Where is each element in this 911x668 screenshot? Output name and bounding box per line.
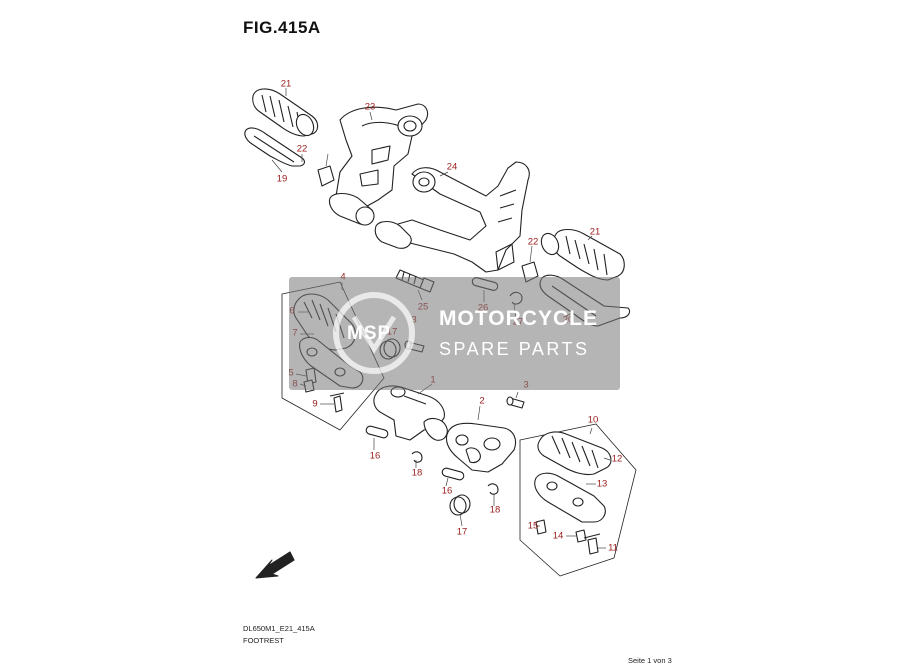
- bolt-11-right: [583, 533, 601, 555]
- callout-14: 14: [552, 530, 564, 542]
- watermark-logo-text: MSP: [347, 323, 392, 344]
- footrest-bracket-23: [328, 103, 429, 226]
- callout-16-left: 16: [369, 450, 381, 462]
- callout-11: 11: [608, 542, 618, 554]
- watermark-banner: MSP MOTORCYCLE SPARE PARTS: [289, 277, 620, 390]
- clip-18-left: [411, 451, 423, 463]
- model-code: DL650M1_E21_415A: [243, 624, 315, 633]
- section-name: FOOTREST: [243, 636, 284, 645]
- footrest-bracket-24: [374, 161, 530, 273]
- bolt-9-left: [329, 392, 345, 413]
- callout-13: 13: [596, 478, 608, 490]
- watermark-logo-icon: [333, 292, 415, 374]
- bolt-3-right: [506, 396, 525, 409]
- callout-18-right: 18: [489, 504, 501, 516]
- callout-17-lower: 17: [456, 526, 468, 538]
- page-indicator: Seite 1 von 3: [628, 656, 672, 665]
- callout-18-left: 18: [411, 467, 423, 479]
- clip-18-right: [487, 483, 499, 495]
- bushing-left: [317, 165, 335, 187]
- bolt-15-right: [535, 519, 547, 535]
- callout-21-upper-right: 21: [589, 226, 601, 238]
- callout-22-left: 22: [296, 143, 308, 155]
- rear-footrest-bracket-left: [244, 127, 305, 167]
- spring-17-lower: [449, 494, 471, 516]
- callout-19: 19: [276, 173, 288, 185]
- figure-title: FIG.415A: [243, 18, 321, 37]
- rear-footrest-grip-right: [540, 228, 625, 281]
- pin-16-left: [365, 425, 389, 439]
- nut-14-right: [575, 529, 587, 543]
- callout-21-upper-left: 21: [280, 78, 292, 90]
- callout-2: 2: [479, 395, 485, 407]
- callout-15: 15: [527, 520, 539, 532]
- watermark-line2: SPARE PARTS: [439, 339, 590, 359]
- callout-24: 24: [446, 161, 458, 173]
- callout-12: 12: [611, 453, 623, 465]
- callout-9: 9: [312, 398, 318, 410]
- rear-footrest-grip-left: [252, 88, 319, 137]
- front-footrest-rubber-right: [537, 431, 612, 476]
- footrest-bracket-2: [445, 422, 517, 473]
- callout-10: 10: [587, 414, 599, 426]
- callout-16-right: 16: [441, 485, 453, 497]
- callout-23: 23: [364, 101, 376, 113]
- pin-16-right: [441, 467, 465, 481]
- watermark-line1: MOTORCYCLE: [439, 307, 598, 330]
- callout-22-right: 22: [527, 236, 539, 248]
- front-footrest-bracket-right: [534, 472, 606, 523]
- fwd-arrow: [255, 551, 295, 579]
